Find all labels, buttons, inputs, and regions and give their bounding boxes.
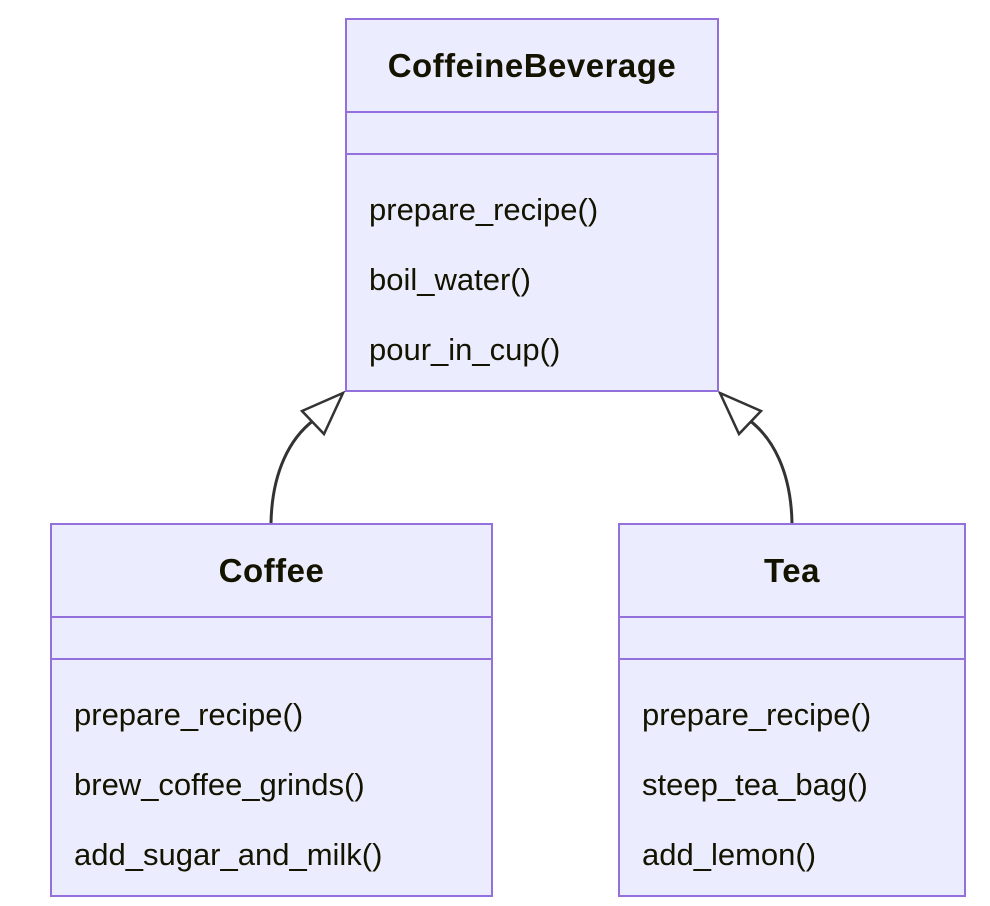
class-method: pour_in_cup() [369,332,561,367]
class-method: add_sugar_and_milk() [74,837,383,872]
class-method: prepare_recipe() [74,697,304,732]
class-method: prepare_recipe() [642,697,872,732]
class-method: steep_tea_bag() [642,767,868,802]
class-box-coffeinebeverage: CoffeineBeverage prepare_recipe() boil_w… [345,18,719,392]
hollow-triangle-arrowhead [717,390,764,437]
hollow-triangle-arrowhead [299,390,346,437]
class-title: CoffeineBeverage [347,20,717,113]
class-methods-section: prepare_recipe() brew_coffee_grinds() ad… [52,660,491,890]
class-method: prepare_recipe() [369,192,599,227]
class-attributes-section [620,618,964,660]
class-attributes-section [52,618,491,660]
class-title: Tea [620,525,964,618]
class-box-coffee: Coffee prepare_recipe() brew_coffee_grin… [50,523,493,897]
class-method: boil_water() [369,262,531,297]
inheritance-arrow-tea-to-coffeinebeverage [717,390,794,524]
class-method: brew_coffee_grinds() [74,767,365,802]
class-box-tea: Tea prepare_recipe() steep_tea_bag() add… [618,523,966,897]
class-methods-section: prepare_recipe() steep_tea_bag() add_lem… [620,660,964,890]
edge-line [748,418,794,524]
class-methods-section: prepare_recipe() boil_water() pour_in_cu… [347,155,717,385]
class-attributes-section [347,113,717,155]
inheritance-arrow-coffee-to-coffeinebeverage [269,390,346,524]
class-title: Coffee [52,525,491,618]
class-method: add_lemon() [642,837,817,872]
edge-line [269,418,315,524]
